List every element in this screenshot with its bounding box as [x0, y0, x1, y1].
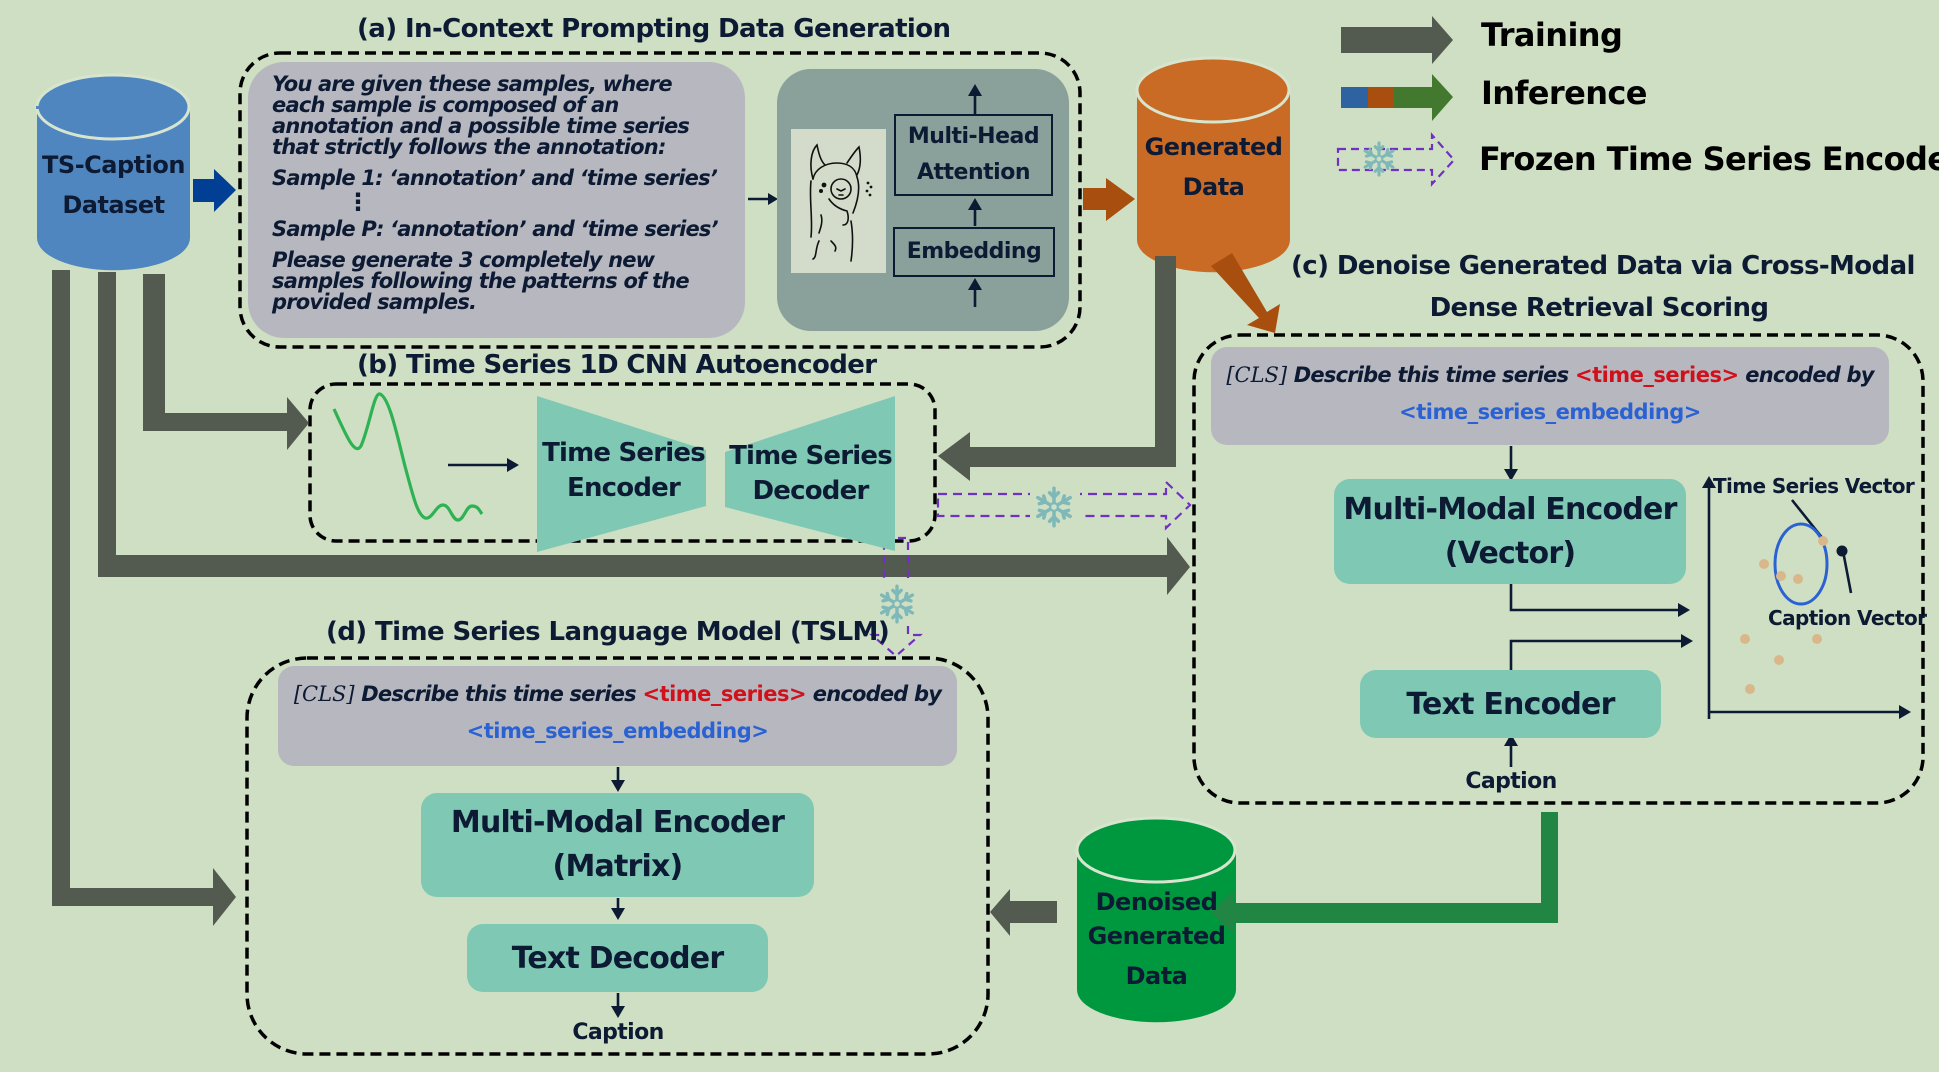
multi-modal-encoder-vector: Multi-Modal Encoder (Vector)	[1334, 479, 1686, 584]
ts-decoder-line2: Decoder	[752, 476, 870, 506]
cls-token: [CLS]	[293, 682, 355, 706]
tslm-prompt-panel: [CLS] Describe this time series <time_se…	[278, 666, 957, 766]
legend-inference-arrow	[1341, 74, 1453, 121]
mm-encoder-vector-line1: Multi-Modal Encoder	[1343, 491, 1677, 527]
icl-prompt-panel: You are given these samples, where each …	[248, 62, 745, 338]
section-b-frame	[308, 382, 937, 543]
section-d-frame	[245, 656, 990, 1056]
multi-modal-encoder-matrix: Multi-Modal Encoder (Matrix)	[421, 793, 814, 897]
inference-arrow-orange-to-generated	[1083, 178, 1135, 221]
text-decoder-block: Text Decoder	[467, 924, 768, 992]
section-c-caption-label: Caption	[1465, 769, 1557, 794]
ts-encoder-block	[537, 396, 706, 552]
legend-inference-label: Inference	[1481, 74, 1647, 112]
caption-vector-label: Caption Vector	[1768, 606, 1927, 630]
time-series-embedding-token: <time_series_embedding>	[466, 719, 769, 743]
denoise-prompt-panel: [CLS] Describe this time series <time_se…	[1211, 347, 1889, 445]
ts-encoder-label: Time Series Encoder	[541, 436, 706, 506]
generated-database-icon	[1135, 56, 1291, 273]
embedding-points	[1740, 536, 1828, 694]
frozen-arrow-to-tslm	[869, 536, 923, 658]
section-d-title: (d) Time Series Language Model (TSLM)	[326, 617, 890, 647]
ts-decoder-line1: Time Series	[729, 441, 893, 471]
ts-encoder-line2: Encoder	[566, 473, 681, 503]
mm-encoder-matrix-line1: Multi-Modal Encoder	[450, 805, 785, 840]
mm-encoder-vector-line2: (Vector)	[1444, 535, 1576, 571]
ts-decoder-block	[725, 396, 895, 551]
section-c-title-line2: Dense Retrieval Scoring	[1429, 293, 1769, 323]
section-a-frame	[238, 51, 1082, 349]
denoised-db-line1: Denoised	[1095, 888, 1218, 916]
legend-training-arrow	[1341, 16, 1453, 64]
inference-arrow-blue	[193, 169, 236, 212]
training-arrow-generated-to-autoencoder	[938, 256, 1176, 481]
prompt-describe: Describe this time series	[361, 682, 636, 706]
frozen-arrow-to-denoise	[936, 479, 1192, 531]
training-arrow-to-autoencoder	[143, 274, 309, 450]
prompt-describe: Describe this time series	[1293, 363, 1569, 387]
text-encoder-block: Text Encoder	[1360, 670, 1661, 738]
prompt-sample-p: Sample P: ‘annotation’ and ‘time series’	[272, 217, 719, 241]
inference-arrow-orange-to-denoise	[1211, 253, 1280, 333]
arrow-c-mm-to-plot	[1509, 584, 1679, 612]
ts-decoder-label: Time Series Decoder	[728, 439, 893, 509]
inference-arrow-green-to-denoised	[1211, 812, 1558, 934]
legend-frozen-label: Frozen Time Series Encoder	[1479, 140, 1939, 178]
denoised-db-line2: Generated	[1087, 922, 1226, 950]
section-b-title: (b) Time Series 1D CNN Autoencoder	[357, 350, 877, 380]
llama-icon	[791, 129, 886, 273]
denoised-database-icon	[1075, 816, 1237, 1023]
denoised-database[interactable]: Denoised Generated Data	[1077, 885, 1236, 993]
multi-head-attention-block: Multi-Head Attention	[894, 114, 1053, 196]
mm-encoder-matrix-line2: (Matrix)	[552, 849, 684, 884]
retrieval-circle	[1773, 522, 1829, 606]
caption-vector-point	[1836, 545, 1848, 557]
ts-caption-db-line2: Dataset	[62, 191, 165, 219]
prompt-intro: You are given these samples, where each …	[272, 72, 690, 159]
ts-caption-database[interactable]: TS-Caption Dataset	[37, 145, 190, 225]
legend-training-label: Training	[1481, 16, 1623, 54]
section-d-caption-label: Caption	[572, 1020, 664, 1045]
training-arrow-to-denoise	[98, 272, 1190, 595]
generated-database[interactable]: Generated Data	[1137, 127, 1290, 207]
prompt-sample-1: Sample 1: ‘annotation’ and ‘time series’	[272, 166, 718, 190]
time-series-embedding-token: <time_series_embedding>	[1399, 400, 1701, 424]
cls-token: [CLS]	[1226, 363, 1288, 387]
embedding-block: Embedding	[893, 227, 1055, 277]
training-arrow-denoised-to-tslm	[990, 889, 1057, 936]
denoised-db-line3: Data	[1125, 962, 1188, 990]
prompt-instruction: Please generate 3 completely new samples…	[272, 248, 690, 314]
arrow-prompt-to-llm	[748, 193, 778, 205]
prompt-ellipsis: ⋮	[346, 188, 370, 216]
ts-caption-database-icon	[35, 73, 191, 271]
generated-db-line1: Generated	[1144, 133, 1283, 161]
time-series-token: <time_series>	[642, 682, 807, 706]
section-c-title-line1: (c) Denoise Generated Data via Cross-Mod…	[1291, 251, 1915, 281]
prompt-encoded-by: encoded by	[1745, 363, 1874, 387]
caption-vector-pointer	[1841, 550, 1853, 594]
ts-caption-db-line1: TS-Caption	[42, 151, 185, 179]
ts-vector-label: Time Series Vector	[1713, 474, 1915, 498]
arrow-c-text-to-plot	[1509, 639, 1682, 670]
arrow-wave-to-encoder	[448, 458, 519, 472]
ts-encoder-line1: Time Series	[542, 438, 706, 468]
generated-db-line2: Data	[1182, 173, 1245, 201]
time-series-token: <time_series>	[1574, 363, 1739, 387]
prompt-encoded-by: encoded by	[812, 682, 942, 706]
time-series-wave-icon	[332, 392, 484, 522]
legend-frozen-arrow	[1336, 132, 1456, 187]
section-a-title: (a) In-Context Prompting Data Generation	[357, 14, 951, 44]
